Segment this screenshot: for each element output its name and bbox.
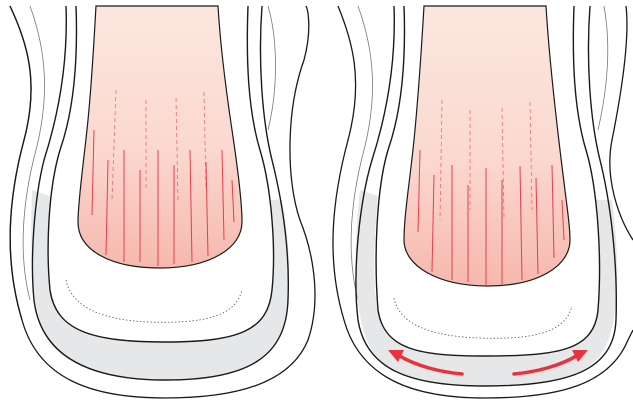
thin-line-right-side	[268, 6, 276, 130]
skin-tissue	[404, 6, 570, 286]
outer-contour-right-top	[610, 6, 633, 240]
panel-right	[333, 6, 633, 398]
thin-line-right-side	[598, 6, 608, 130]
skin-tissue	[78, 6, 242, 268]
outer-contour-left-side	[10, 6, 31, 320]
panel-left	[10, 6, 315, 398]
